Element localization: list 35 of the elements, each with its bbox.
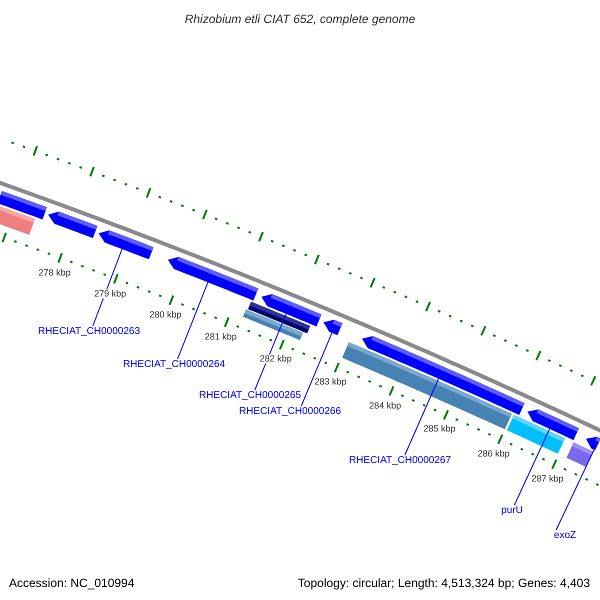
- accession-text: Accession: NC_010994: [9, 575, 134, 592]
- gene-feature: [98, 230, 154, 260]
- leader-line: [556, 449, 595, 530]
- leader-line: [514, 428, 550, 506]
- gene-label: RHECIAT_CH0000263: [38, 327, 140, 337]
- position-label: 281 kbp: [204, 332, 237, 342]
- position-label: 279 kbp: [94, 289, 126, 298]
- gene-feature: [586, 436, 600, 450]
- position-label: 283 kbp: [314, 378, 347, 387]
- position-label: 278 kbp: [38, 268, 71, 278]
- genome-stats-text: Topology: circular; Length: 4,513,324 bp; Genes: 4,403: [298, 575, 590, 592]
- leader-line: [92, 248, 123, 326]
- leader-line: [404, 378, 439, 456]
- gene-label: exoZ: [554, 531, 576, 541]
- leader-line: [177, 282, 208, 360]
- chart-title: Rhizobium etli CIAT 652, complete genome: [184, 11, 416, 28]
- gene-label: RHECIAT_CH0000264: [122, 360, 226, 370]
- leader-line: [254, 313, 287, 390]
- gene-label: purU: [501, 506, 523, 516]
- position-label: 286 kbp: [478, 449, 510, 458]
- position-label: 284 kbp: [369, 401, 402, 410]
- gene-feature: [323, 320, 342, 336]
- position-label: 287 kbp: [532, 474, 564, 484]
- gene-feature: [243, 309, 303, 340]
- gene-feature: [566, 442, 594, 467]
- leader-line: [300, 332, 332, 406]
- gene-feature: [168, 256, 258, 301]
- position-label: 282 kbp: [260, 354, 292, 364]
- gene-label: RHECIAT_CH0000266: [238, 407, 342, 417]
- gene-feature: [0, 205, 35, 235]
- position-label: 285 kbp: [423, 424, 456, 434]
- position-label: 280 kbp: [150, 310, 182, 320]
- gene-label: RHECIAT_CH0000265: [198, 391, 302, 401]
- gene-feature: [48, 212, 98, 238]
- gene-label: RHECIAT_CH0000267: [348, 456, 452, 466]
